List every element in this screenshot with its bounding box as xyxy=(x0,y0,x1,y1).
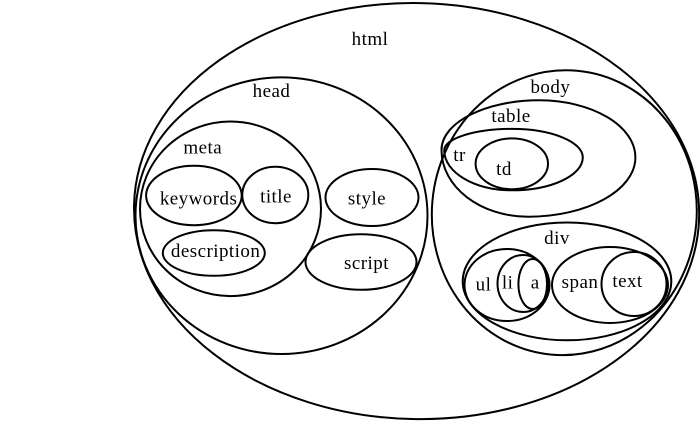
svg-text:title: title xyxy=(260,187,292,208)
svg-text:description: description xyxy=(171,241,260,262)
svg-text:script: script xyxy=(344,253,389,274)
svg-text:a: a xyxy=(531,272,540,293)
svg-text:style: style xyxy=(348,189,386,210)
svg-text:html: html xyxy=(352,29,389,50)
svg-text:keywords: keywords xyxy=(160,189,237,210)
svg-text:span: span xyxy=(562,272,599,293)
svg-text:text: text xyxy=(612,271,643,292)
svg-text:td: td xyxy=(496,159,512,180)
svg-text:body: body xyxy=(530,77,570,98)
svg-text:tr: tr xyxy=(453,145,466,166)
svg-text:meta: meta xyxy=(183,138,222,159)
svg-text:div: div xyxy=(544,228,570,249)
svg-text:table: table xyxy=(491,106,530,127)
svg-text:ul: ul xyxy=(476,275,492,296)
svg-text:li: li xyxy=(502,273,513,294)
svg-text:head: head xyxy=(253,81,291,102)
